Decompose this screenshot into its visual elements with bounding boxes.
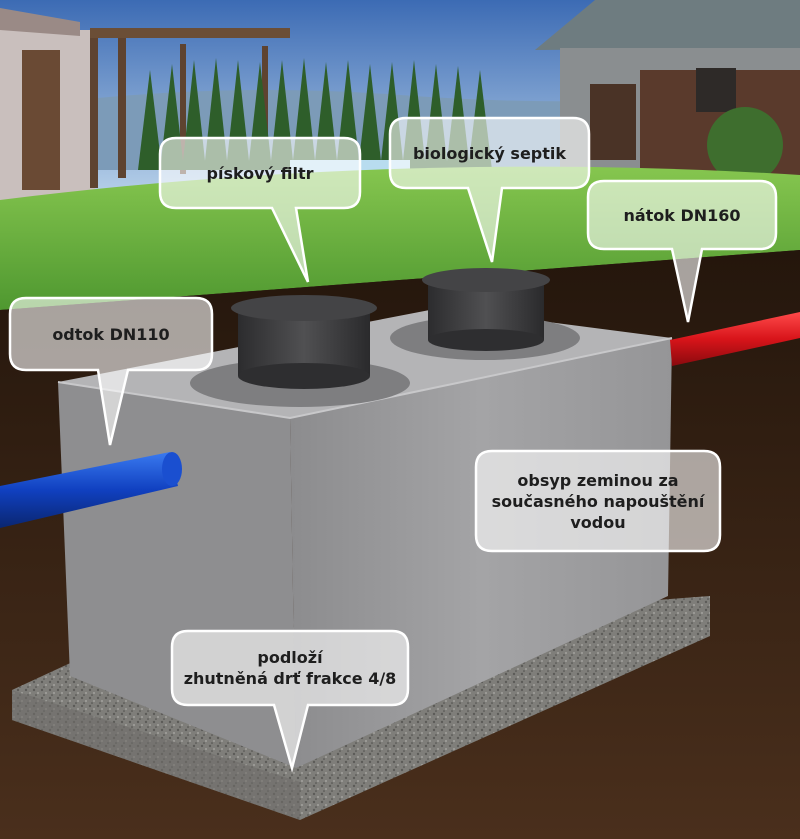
outlet-label: odtok DN110 <box>52 324 170 344</box>
subbase-label: podloží zhutněná drť frakce 4/8 <box>183 648 397 688</box>
sand-filter-bubble <box>158 136 362 283</box>
sand-filter-label: pískový filtr <box>206 163 314 183</box>
sand-filter-manhole <box>231 295 377 389</box>
bio-septic-manhole <box>422 268 550 351</box>
subbase-bubble <box>170 629 410 773</box>
backfill-label: obsyp zeminou za současného napouštění v… <box>491 470 705 532</box>
inlet-label: nátok DN160 <box>623 205 741 225</box>
bio-septic-label: biologický septik <box>412 143 567 163</box>
bio-septic-bubble <box>388 116 591 263</box>
backfill-bubble <box>474 449 722 553</box>
inlet-bubble <box>586 179 778 323</box>
inlet-pipe <box>670 312 800 366</box>
outlet-bubble <box>8 296 214 446</box>
outlet-pipe <box>0 452 178 528</box>
